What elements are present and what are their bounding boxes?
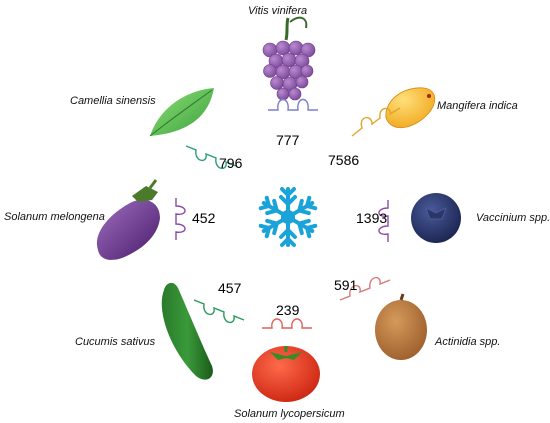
snowflake-icon [258, 187, 318, 247]
species-label-blueberry: Vaccinium spp. [476, 212, 550, 224]
eggplant-icon [96, 179, 160, 260]
species-label-tomato: Solanum lycopersicum [234, 408, 345, 420]
count-label-eggplant: 452 [192, 210, 216, 226]
count-label-kiwi: 591 [334, 277, 358, 293]
mirna-blueberry-icon [378, 200, 389, 242]
kiwi-icon [375, 293, 427, 360]
mirna-eggplant-icon [175, 198, 186, 240]
count-label-grape: 777 [276, 132, 300, 148]
count-label-mango: 7586 [328, 152, 360, 168]
mango-icon [385, 87, 436, 128]
count-label-tea: 796 [219, 155, 243, 171]
mirna-tea-icon [185, 145, 237, 169]
species-label-tea: Camellia sinensis [70, 95, 156, 107]
species-label-cucumber: Cucumis sativus [75, 336, 156, 348]
count-label-cucumber: 457 [218, 280, 242, 296]
mirna-cucumber-icon [193, 299, 245, 323]
species-label-kiwi: Actinidia spp. [435, 336, 501, 348]
species-label-mango: Mangifera indica [437, 100, 518, 112]
tomato-icon [252, 346, 320, 402]
count-label-blueberry: 1393 [356, 210, 388, 226]
mirna-grape-icon [268, 98, 318, 111]
tea-leaf-icon [149, 88, 214, 137]
count-label-tomato: 239 [276, 302, 300, 318]
species-label-eggplant: Solanum melongena [4, 211, 105, 223]
cucumber-icon [161, 282, 213, 380]
species-label-grape: Vitis vinifera [248, 5, 308, 17]
mirna-mango-icon [351, 107, 401, 137]
grape-cluster-icon [262, 16, 316, 101]
mirna-kiwi-icon [339, 277, 391, 301]
blueberry-icon [411, 193, 461, 243]
mirna-tomato-icon [262, 318, 312, 329]
